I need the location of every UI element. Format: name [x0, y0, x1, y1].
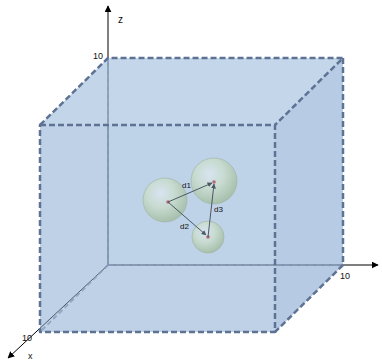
distance-label: d2	[180, 223, 189, 231]
distance-label: d3	[214, 206, 223, 214]
axis-label: z	[118, 15, 123, 25]
dimension-label: 10	[22, 334, 32, 343]
axis-label: x	[28, 352, 33, 361]
dimension-label: 10	[340, 272, 350, 281]
dimension-label: 10	[93, 52, 103, 61]
distance-label: d1	[182, 182, 191, 190]
